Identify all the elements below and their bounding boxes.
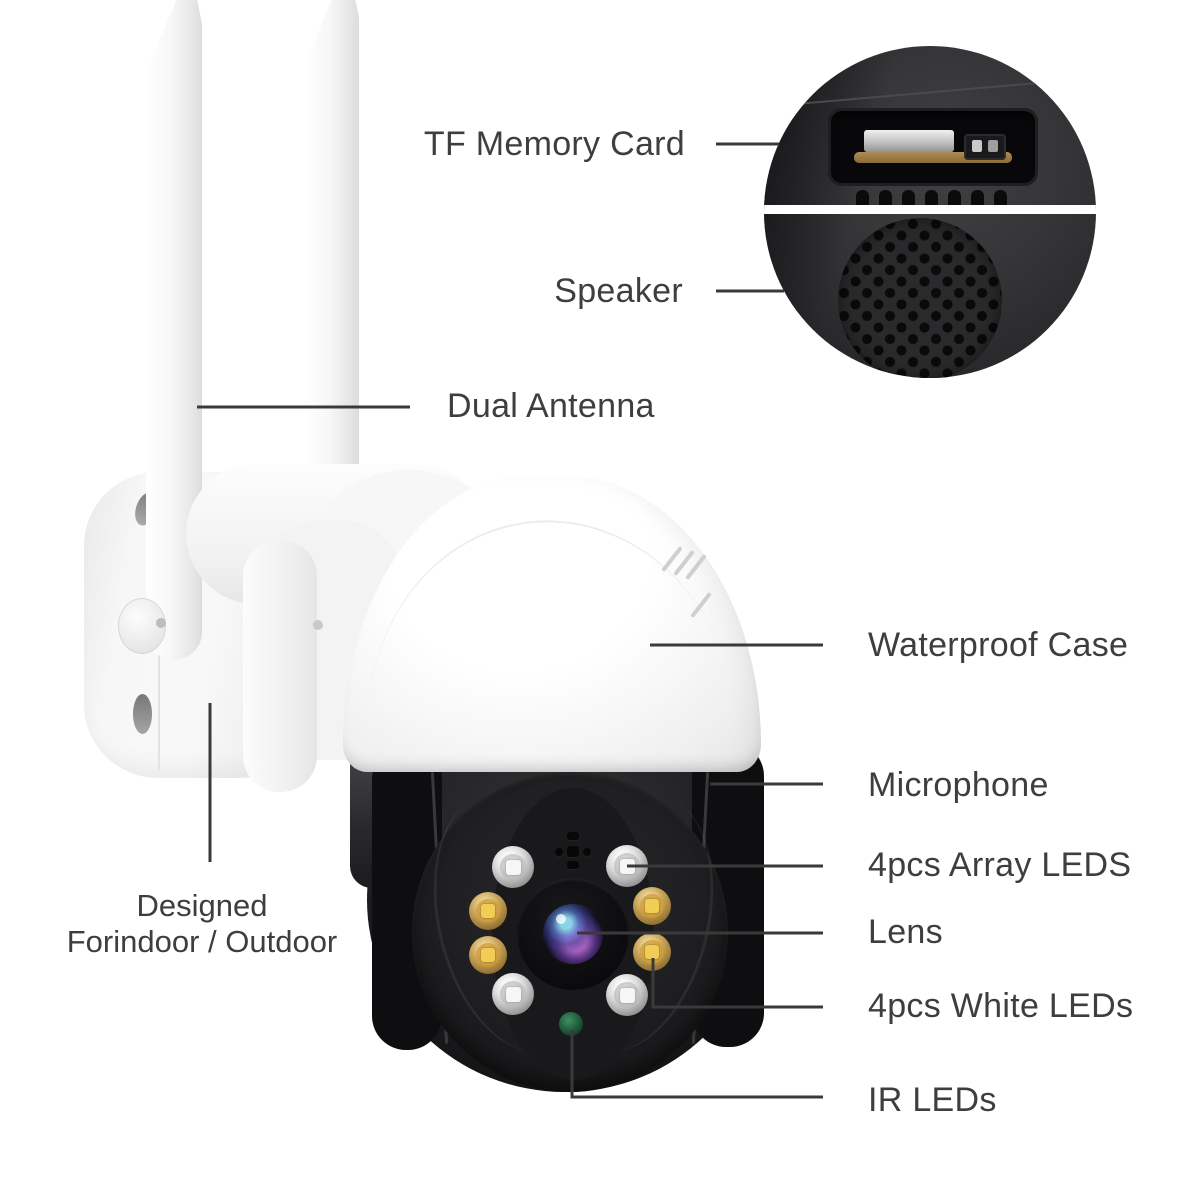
slot-connector-pin (988, 140, 998, 152)
label-speaker: Speaker (554, 272, 683, 310)
antenna-right (305, 0, 359, 510)
white-light-led (469, 936, 507, 974)
designed-line2: Forindoor / Outdoor (66, 924, 338, 959)
label-designed-for-indoor-outdoor: Designed Forindoor / Outdoor (26, 888, 378, 960)
mount-neck (243, 540, 317, 792)
speaker-grille (838, 218, 1002, 378)
label-white-leds: 4pcs White LEDs (868, 987, 1134, 1025)
label-array-leds: 4pcs Array LEDS (868, 846, 1132, 884)
label-ir-leds: IR LEDs (868, 1081, 997, 1119)
white-light-led (633, 887, 671, 925)
array-led (492, 846, 534, 888)
bracket-screw-hole-bottom (133, 694, 152, 734)
arm-screw-dot (313, 620, 323, 630)
tf-card-contacts (854, 152, 1012, 163)
label-microphone: Microphone (868, 766, 1049, 804)
label-waterproof-case: Waterproof Case (868, 626, 1129, 664)
lens-glint (556, 914, 566, 924)
tf-card (864, 130, 954, 152)
designed-line1: Designed (136, 888, 268, 923)
array-led (492, 973, 534, 1015)
slot-connector-pin (972, 140, 982, 152)
inset-divider (764, 205, 1096, 214)
inset-detail-circle (764, 46, 1096, 378)
label-lens: Lens (868, 913, 943, 951)
label-dual-antenna: Dual Antenna (447, 387, 655, 425)
white-light-led (469, 892, 507, 930)
slot-connector (964, 134, 1006, 160)
array-led (606, 974, 648, 1016)
hinge-screw (156, 618, 166, 628)
label-tf-memory-card: TF Memory Card (423, 125, 685, 163)
